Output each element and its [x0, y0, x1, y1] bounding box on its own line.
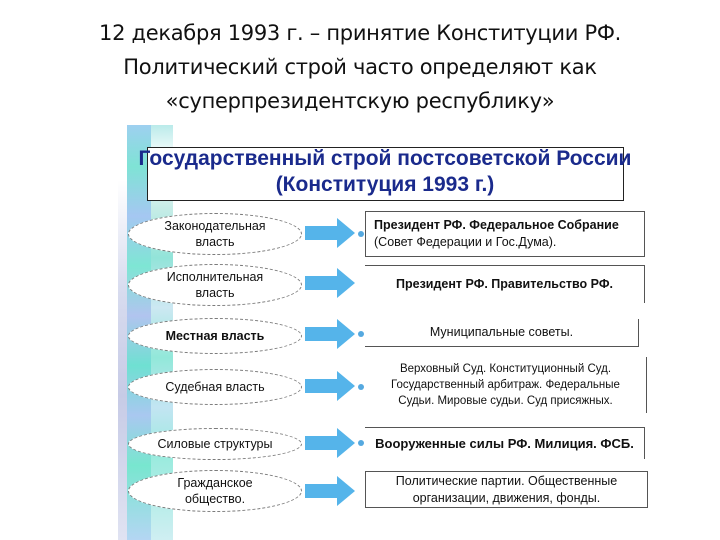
branch-label: Силовые структуры [157, 437, 273, 451]
bodies-box: Вооруженные силы РФ. Милиция. ФСБ. [365, 427, 645, 459]
arrow-right-icon [305, 371, 355, 401]
branch-ellipse: Судебная власть [128, 369, 302, 405]
bullet-icon [358, 231, 364, 237]
branch-label: общество. [184, 492, 246, 506]
branch-label: Законодательная [164, 219, 266, 233]
bodies-text: Политические партии. Общественные [395, 473, 618, 488]
arrow-right-icon [305, 218, 355, 248]
bodies-box: Муниципальные советы. [365, 319, 639, 347]
arrow-right-icon [305, 268, 355, 298]
bodies-text: Государственный арбитраж. Федеральные [391, 379, 620, 391]
branch-label: Гражданское [177, 476, 253, 490]
branch-label: Местная власть [165, 329, 265, 343]
branch-label: Судебная власть [165, 380, 265, 394]
bodies-text: организации, движения, фонды. [412, 490, 601, 505]
bodies-text: Вооруженные силы РФ. Милиция. ФСБ. [375, 436, 634, 451]
branch-label: власть [195, 235, 235, 249]
branch-label: власть [195, 286, 235, 300]
branch-ellipse: Исполнительная власть [128, 264, 302, 306]
branch-ellipse: Гражданское общество. [128, 470, 302, 512]
bodies-box: Президент РФ. Федеральное Собрание (Сове… [365, 211, 645, 257]
branch-ellipse: Силовые структуры [128, 428, 302, 460]
diagram-title: Государственный строй постсоветской Росс… [115, 146, 655, 198]
bullet-icon [358, 384, 364, 390]
slide-title-line-3: «суперпрезидентскую республику» [165, 89, 555, 113]
bodies-text: Президент РФ. Федеральное Собрание [374, 218, 619, 232]
bullet-icon [358, 440, 364, 446]
bodies-box: Верховный Суд. Конституционный Суд. Госу… [365, 357, 647, 413]
branch-ellipse: Законодательная власть [128, 213, 302, 255]
bullet-icon [358, 331, 364, 337]
bodies-text: Верховный Суд. Конституционный Суд. [399, 363, 612, 375]
bodies-box: Политические партии. Общественные органи… [365, 471, 648, 508]
bodies-text: Муниципальные советы. [429, 325, 574, 339]
bodies-text: (Совет Федерации и Гос.Дума). [374, 235, 557, 249]
diagram-title-line-2: (Конституция 1993 г.) [275, 173, 495, 196]
slide-title-line-1: 12 декабря 1993 г. – принятие Конституци… [99, 21, 621, 45]
bodies-box: Президент РФ. Правительство РФ. [365, 265, 645, 303]
branch-ellipse: Местная власть [128, 318, 302, 354]
slide-title-line-2: Политический строй часто определяют как [123, 55, 597, 79]
branch-label: Исполнительная [166, 270, 264, 284]
diagram-title-line-1: Государственный строй постсоветской Росс… [138, 147, 632, 170]
bodies-text: Президент РФ. Правительство РФ. [396, 277, 613, 291]
diagram-header-box [147, 147, 624, 201]
decorative-band-left [118, 180, 127, 540]
arrow-right-icon [305, 476, 355, 506]
arrow-right-icon [305, 319, 355, 349]
bodies-text: Судьи. Мировые судьи. Суд присяжных. [398, 395, 613, 407]
slide-title: 12 декабря 1993 г. – принятие Конституци… [0, 16, 720, 118]
arrow-right-icon [305, 428, 355, 458]
